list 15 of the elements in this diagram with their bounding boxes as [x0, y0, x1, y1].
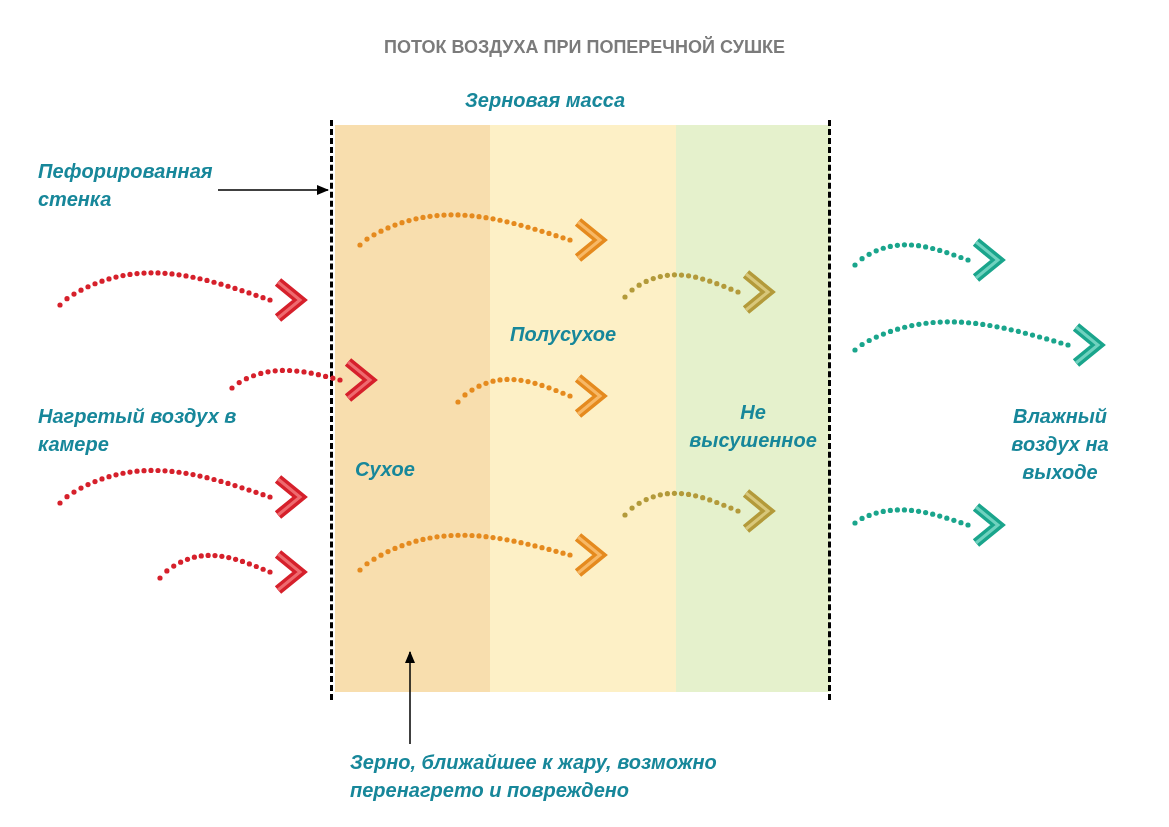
- grain-zone: [676, 125, 830, 692]
- node-label: Пефорированная стенка: [38, 159, 214, 212]
- node-label: Сухое: [355, 457, 416, 482]
- grain-zone: [490, 125, 676, 692]
- grain-zone: [335, 125, 490, 692]
- leader-arrow: [405, 651, 415, 745]
- leader-arrow: [217, 185, 329, 195]
- title: ПОТОК ВОЗДУХА ПРИ ПОПЕРЕЧНОЙ СУШКЕ: [383, 35, 786, 59]
- node-label: Нагретый воздух в камере: [38, 404, 238, 457]
- node-label: Полусухое: [510, 322, 618, 347]
- band-heading: Зерновая масса: [465, 88, 626, 113]
- node-label: Зерно, ближайшее к жару, возможно перенагрето и повреждено: [350, 750, 718, 803]
- node-label: Влажный воздух на выходе: [1010, 404, 1110, 485]
- perforated-wall: [330, 120, 335, 700]
- node-label: Не высушенное: [688, 400, 818, 453]
